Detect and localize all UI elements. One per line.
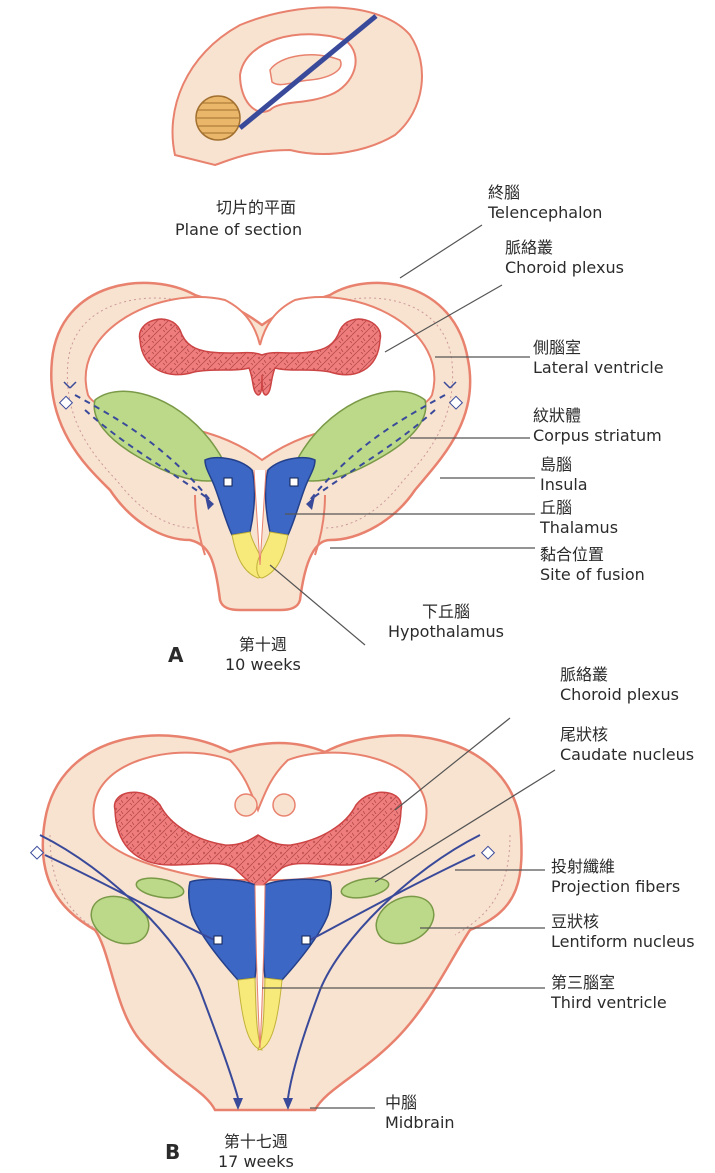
panel-b-age: 第十七週 17 weeks: [218, 1132, 294, 1172]
label-insula: 島腦 Insula: [540, 455, 588, 495]
label-choroid-plexus-a: 脈絡叢 Choroid plexus: [505, 238, 624, 278]
label-caudate-nucleus: 尾狀核 Caudate nucleus: [560, 725, 694, 765]
label-midbrain: 中腦 Midbrain: [385, 1093, 455, 1133]
label-thalamus: 丘腦 Thalamus: [540, 498, 618, 538]
label-choroid-plexus-b: 脈絡叢 Choroid plexus: [560, 665, 679, 705]
plane-sketch: [173, 7, 422, 165]
panel-b-letter: B: [165, 1140, 180, 1164]
panel-a-letter: A: [168, 643, 183, 667]
label-telencephalon: 終腦 Telencephalon: [488, 183, 602, 223]
label-lentiform-nucleus: 豆狀核 Lentiform nucleus: [551, 912, 715, 952]
label-third-ventricle: 第三腦室 Third ventricle: [551, 973, 667, 1013]
panel-a-diagram: [51, 225, 535, 645]
plane-label-en: Plane of section: [175, 220, 302, 240]
label-projection-fibers: 投射纖維 Projection fibers: [551, 857, 680, 897]
label-site-of-fusion: 黏合位置 Site of fusion: [540, 545, 645, 585]
plane-label-zh: 切片的平面: [216, 198, 296, 218]
label-lateral-ventricle: 側腦室 Lateral ventricle: [533, 338, 664, 378]
label-corpus-striatum: 紋狀體 Corpus striatum: [533, 406, 662, 446]
panel-b-diagram: [31, 718, 555, 1110]
label-hypothalamus: 下丘腦 Hypothalamus: [388, 602, 504, 642]
panel-a-age: 第十週 10 weeks: [225, 635, 301, 675]
plane-label: 切片的平面: [216, 198, 296, 218]
